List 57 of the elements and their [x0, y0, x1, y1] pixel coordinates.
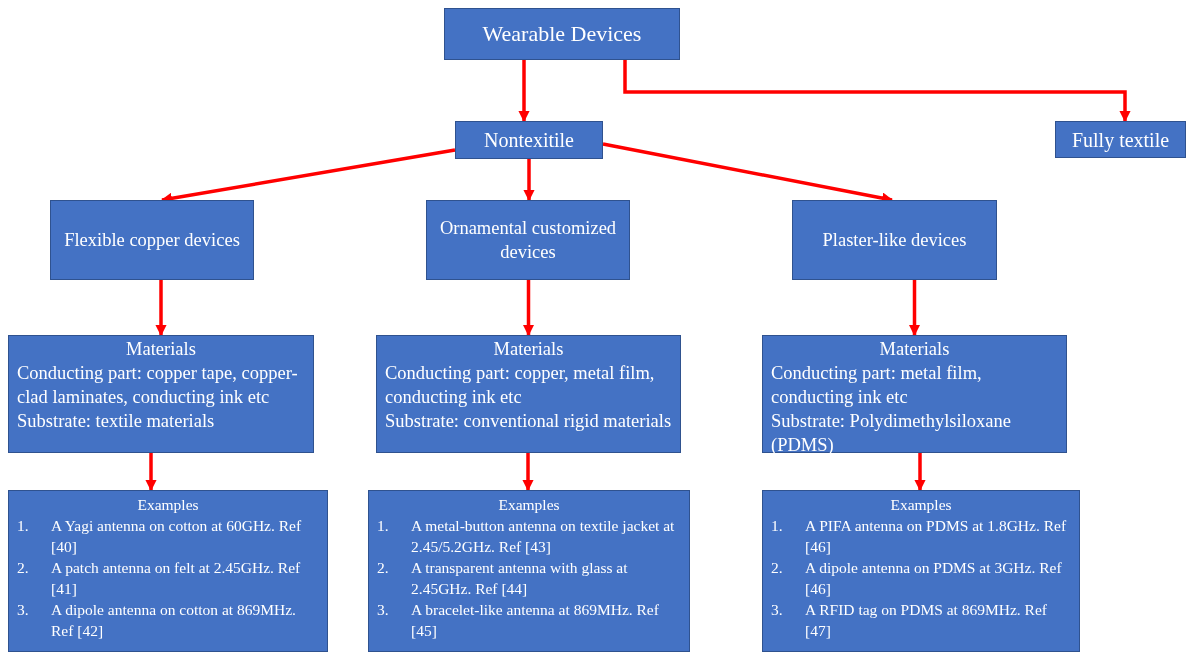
list-number: 2. [377, 558, 390, 578]
box-text: Conducting part: copper tape, copper-clad laminates, conducting ink etc [17, 362, 299, 409]
list-number: 3. [377, 600, 390, 620]
box-heading: Materials [492, 338, 565, 361]
list-item: A PIFA antenna on PDMS at 1.8GHz. Ref [46] [805, 516, 1068, 557]
list-item: A bracelet-like antenna at 869MHz. Ref [45] [411, 600, 660, 641]
list-number: 1. [771, 516, 784, 536]
process-box [368, 490, 690, 652]
process-box [50, 200, 254, 280]
list-number: 2. [771, 558, 784, 578]
box-heading: Materials [878, 338, 951, 361]
box-heading: Examples [497, 495, 561, 515]
process-box [8, 335, 314, 453]
list-item: A RFID tag on PDMS at 869MHz. Ref [47] [805, 600, 1048, 641]
list-item: A dipole antenna on PDMS at 3GHz. Ref [46] [805, 558, 1063, 599]
box-text: Conducting part: copper, metal film, conducting ink etc [385, 362, 656, 409]
process-box [444, 8, 680, 60]
list-item: A transparent antenna with glass at 2.45GHz. Ref [44] [411, 558, 629, 599]
arrow [623, 60, 1131, 123]
list-item: A metal-button antenna on textile jacket at 2.45/5.2GHz. Ref [43] [411, 516, 676, 557]
box-label: Plaster-like devices [821, 229, 968, 252]
box-text: Substrate: Polydimethylsiloxane (PDMS) [771, 410, 1012, 457]
box-label: Fully textile [1070, 127, 1171, 152]
list-number: 2. [17, 558, 30, 578]
arrow [522, 453, 534, 492]
process-box [1055, 121, 1186, 158]
box-label: Wearable Devices [481, 22, 643, 46]
arrow [522, 280, 535, 337]
list-number: 3. [771, 600, 784, 620]
box-heading: Materials [125, 338, 197, 361]
list-item: A patch antenna on felt at 2.45GHz. Ref [41] [51, 558, 302, 599]
list-item: A dipole antenna on cotton at 869MHz. Ref [42] [51, 600, 297, 641]
process-box [792, 200, 997, 280]
box-label: Flexible copper devices [63, 229, 241, 252]
list-number: 1. [17, 516, 30, 536]
box-text: Conducting part: metal film, conducting ink etc [771, 362, 983, 409]
box-text: Substrate: conventional rigid materials [385, 410, 672, 433]
list-item: A Yagi antenna on cotton at 60GHz. Ref [40] [51, 516, 303, 557]
list-number: 1. [377, 516, 390, 536]
process-box [376, 335, 681, 453]
process-box [455, 121, 603, 159]
arrow [908, 280, 921, 337]
box-label: Ornamental customized devices [438, 217, 618, 264]
list-number: 3. [17, 600, 30, 620]
box-label: Nontexitile [483, 128, 575, 152]
process-box [426, 200, 630, 280]
process-box [762, 490, 1080, 652]
box-heading: Examples [889, 495, 953, 515]
arrow [145, 453, 157, 492]
box-heading: Examples [136, 495, 200, 515]
arrow [914, 453, 926, 492]
arrow [518, 60, 530, 123]
arrow [523, 159, 535, 202]
process-box [8, 490, 328, 652]
box-text: Substrate: textile materials [17, 410, 216, 433]
process-box [762, 335, 1067, 453]
arrow [155, 280, 167, 337]
